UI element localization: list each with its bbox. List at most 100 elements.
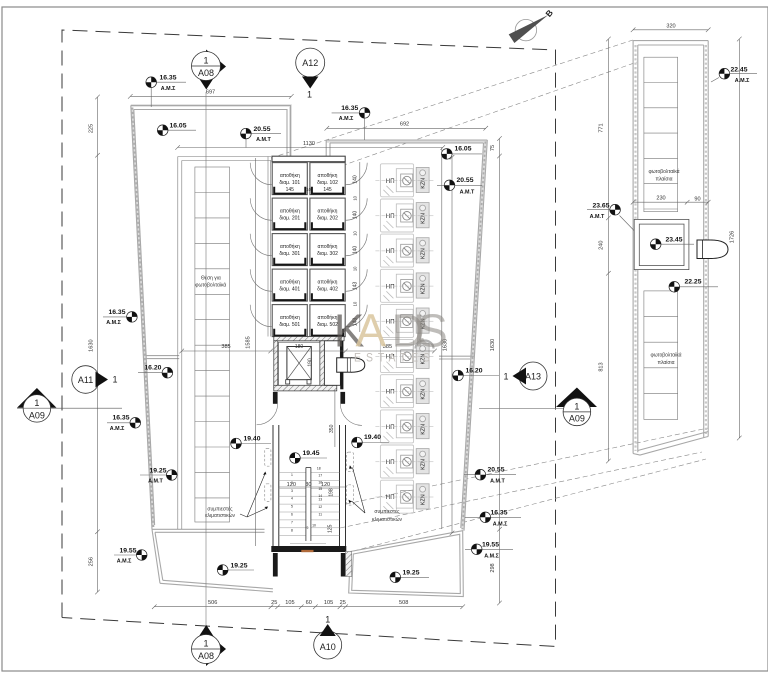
svg-text:διαμ. 102: διαμ. 102 [317,180,338,186]
svg-text:16: 16 [318,480,322,484]
svg-text:1: 1 [203,639,208,649]
svg-text:16.35: 16.35 [108,309,125,316]
svg-text:140: 140 [352,246,358,255]
svg-text:17: 17 [318,474,322,478]
svg-text:A.M.T: A.M.T [490,479,505,485]
svg-text:350: 350 [329,424,335,433]
svg-text:διαμ. 402: διαμ. 402 [317,287,338,293]
svg-text:10: 10 [352,195,357,200]
svg-text:Α.Μ.Σ: Α.Μ.Σ [339,116,354,122]
svg-text:90: 90 [694,197,700,203]
svg-text:Α.Μ.Σ: Α.Μ.Σ [493,522,508,528]
svg-text:256: 256 [89,557,95,566]
svg-text:Α.Μ.Σ: Α.Μ.Σ [161,86,176,92]
svg-text:120: 120 [287,482,296,488]
svg-text:19.40: 19.40 [243,436,260,443]
svg-text:10: 10 [306,187,311,192]
svg-text:πλαίσια: πλαίσια [658,360,675,366]
svg-text:πλαίσια: πλαίσια [656,177,673,183]
svg-text:1: 1 [113,375,118,385]
svg-text:D: D [392,305,425,357]
svg-text:διαμ. 202: διαμ. 202 [317,216,338,222]
svg-text:508: 508 [399,600,408,606]
svg-text:αποθήκη: αποθήκη [280,208,300,215]
svg-text:Α.Μ.Σ: Α.Μ.Σ [117,559,132,565]
svg-text:692: 692 [400,121,409,127]
svg-text:A13: A13 [525,372,541,382]
svg-text:16.35: 16.35 [490,510,507,517]
svg-text:S: S [417,305,448,357]
svg-text:Θέση για: Θέση για [201,275,221,282]
svg-text:23.45: 23.45 [665,237,682,244]
svg-text:190: 190 [307,358,313,367]
svg-text:φωτοβολταϊκά: φωτοβολταϊκά [648,168,679,175]
svg-text:10: 10 [352,301,357,306]
svg-text:140: 140 [352,211,358,220]
svg-text:60: 60 [306,600,312,606]
svg-text:συμπιεστές: συμπιεστές [207,506,233,513]
svg-text:15: 15 [318,487,322,491]
svg-text:Α.Μ.Σ: Α.Μ.Σ [110,426,125,432]
svg-text:A08: A08 [198,68,214,78]
svg-text:143: 143 [352,318,358,327]
svg-text:διαμ. 502: διαμ. 502 [317,322,338,328]
svg-text:1630: 1630 [490,339,496,351]
svg-text:105: 105 [324,600,333,606]
svg-text:143: 143 [352,282,358,291]
svg-text:19.55: 19.55 [482,542,499,549]
svg-text:19.25: 19.25 [149,468,166,475]
svg-text:145: 145 [323,187,332,193]
svg-text:19.55: 19.55 [119,548,136,555]
svg-text:4: 4 [291,497,293,501]
svg-text:25: 25 [340,600,346,606]
svg-text:A11: A11 [78,375,93,385]
svg-text:1585: 1585 [246,336,252,348]
svg-text:506: 506 [208,600,217,606]
svg-text:180: 180 [295,344,304,350]
svg-text:αποθήκη: αποθήκη [318,243,338,250]
svg-text:A08: A08 [198,651,214,661]
svg-text:11: 11 [319,513,323,517]
svg-text:A: A [356,305,387,357]
svg-text:16.05: 16.05 [169,123,186,130]
svg-text:Α.Μ.Σ: Α.Μ.Σ [735,78,750,84]
svg-text:10: 10 [312,524,316,528]
svg-text:19.40: 19.40 [364,434,381,441]
svg-text:10: 10 [352,231,357,236]
svg-text:A09: A09 [29,410,45,420]
svg-text:διαμ. 201: διαμ. 201 [279,216,300,222]
svg-text:75: 75 [490,145,496,151]
svg-text:διαμ. 501: διαμ. 501 [279,322,300,328]
svg-text:9: 9 [307,526,309,530]
svg-text:230: 230 [656,196,665,202]
svg-text:697: 697 [206,90,215,96]
svg-text:22.45: 22.45 [730,67,747,74]
svg-text:14: 14 [318,494,322,498]
svg-text:20.55: 20.55 [253,126,270,133]
svg-text:30: 30 [305,482,311,488]
svg-text:1: 1 [34,398,39,408]
svg-text:320: 320 [666,23,675,29]
svg-text:1: 1 [503,372,508,382]
svg-text:1: 1 [307,90,312,100]
svg-text:1630: 1630 [89,339,95,351]
svg-text:διαμ. 101: διαμ. 101 [279,180,300,186]
svg-text:διαμ. 302: διαμ. 302 [317,251,338,257]
svg-text:διαμ. 401: διαμ. 401 [279,287,300,293]
svg-text:συμπιεστές: συμπιεστές [374,508,400,515]
svg-text:B: B [543,8,555,19]
svg-text:6: 6 [291,513,293,517]
svg-text:20.55: 20.55 [456,177,473,184]
svg-text:22.25: 22.25 [684,279,701,286]
svg-text:125: 125 [328,524,334,533]
svg-text:αποθήκη: αποθήκη [318,208,338,215]
svg-text:αποθήκη: αποθήκη [280,279,300,286]
svg-text:1: 1 [203,56,208,66]
svg-text:κλιματιστικών: κλιματιστικών [205,512,235,519]
svg-text:ESTATES: ESTATES [354,353,435,365]
svg-text:2: 2 [291,481,293,485]
svg-text:φωτοβολταϊκά: φωτοβολταϊκά [195,282,226,289]
svg-text:αποθήκη: αποθήκη [318,314,338,321]
svg-text:198: 198 [328,488,334,497]
svg-text:κλιματιστικών: κλιματιστικών [372,516,402,523]
